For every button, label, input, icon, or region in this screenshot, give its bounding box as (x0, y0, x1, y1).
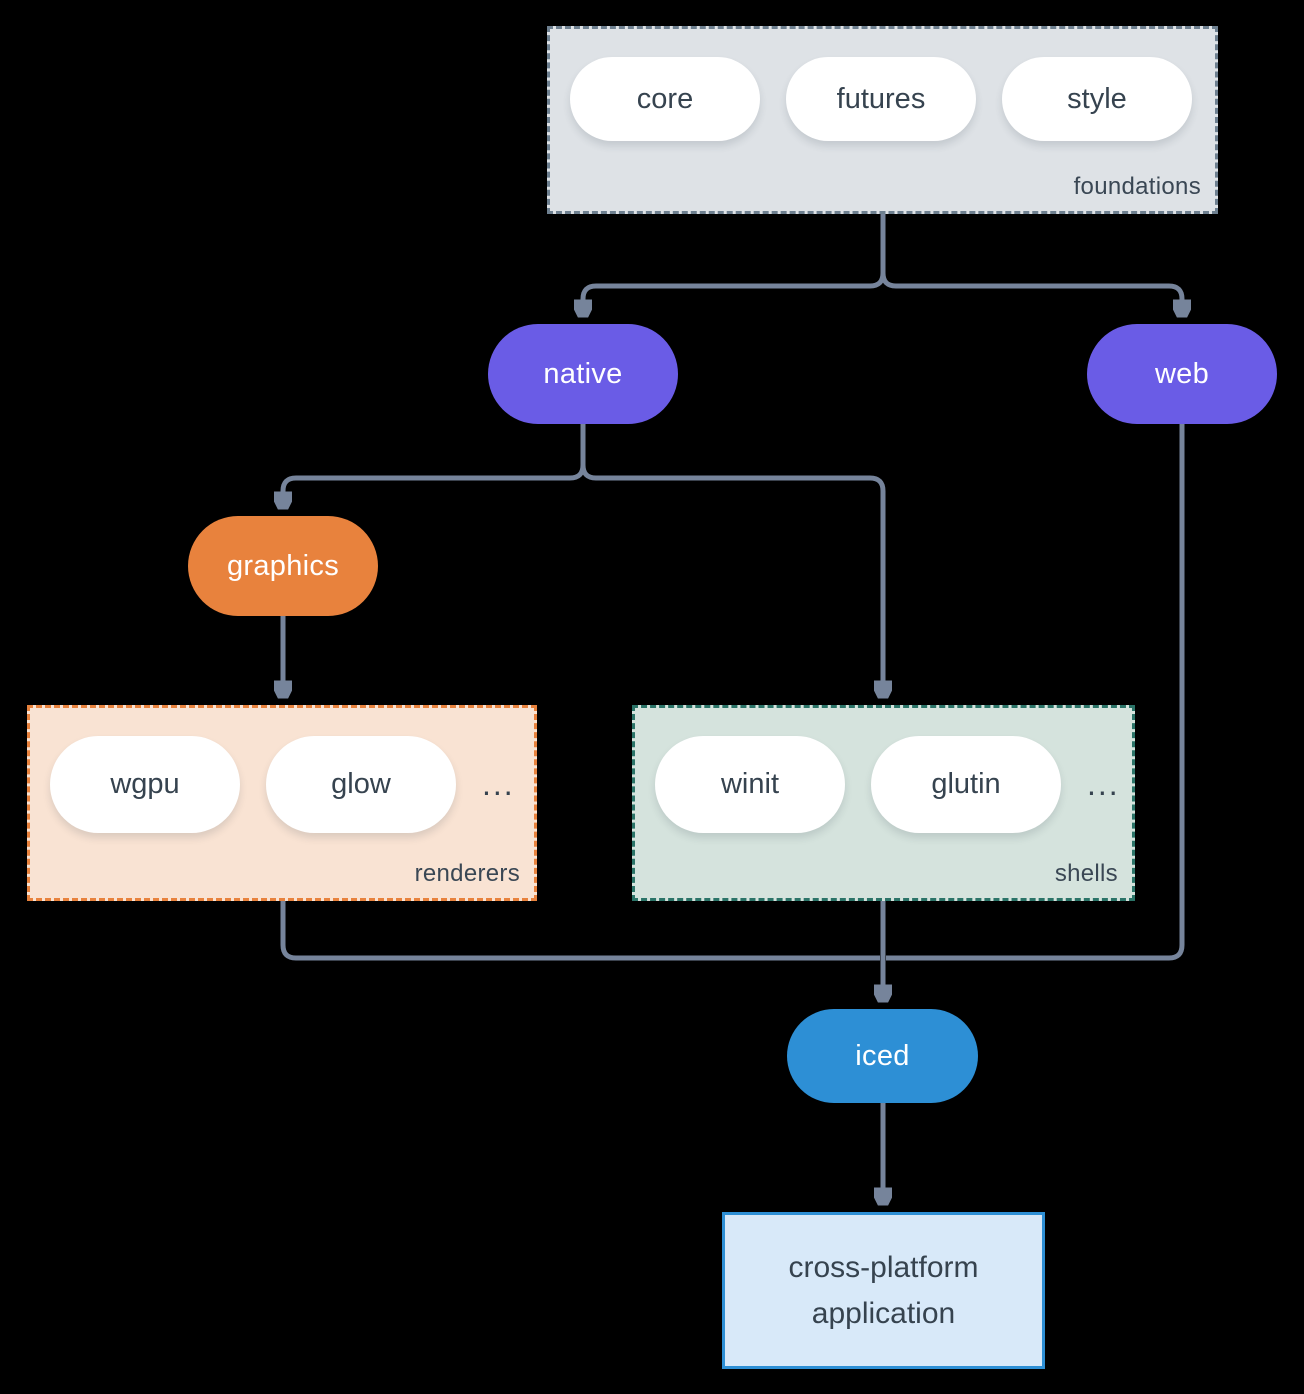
node-iced: iced (787, 1009, 978, 1103)
app-label-line1: cross-platform (788, 1250, 979, 1284)
connector-foundations-native (583, 214, 886, 314)
pill-futures: futures (786, 57, 976, 141)
renderers-ellipsis: ... (482, 766, 515, 802)
connector-native-shells (580, 424, 883, 695)
node-web: web (1087, 324, 1277, 424)
foundations-group: core futures style foundations (547, 26, 1218, 214)
renderers-group: wgpu glow ... renderers (27, 705, 537, 901)
shells-group: winit glutin ... shells (632, 705, 1135, 901)
pill-glow: glow (266, 736, 456, 833)
connector-renderers-merge (280, 901, 880, 961)
app-label-line2: application (811, 1296, 956, 1330)
foundations-pill-row: core futures style (570, 57, 1192, 141)
renderers-pill-row: wgpu glow ... (50, 736, 515, 833)
foundations-group-label: foundations (1073, 173, 1201, 200)
pill-style: style (1002, 57, 1192, 141)
cross-platform-application-box: cross-platform application (722, 1212, 1045, 1369)
node-native: native (488, 324, 678, 424)
pill-wgpu: wgpu (50, 736, 240, 833)
shells-pill-row: winit glutin ... (655, 736, 1120, 833)
renderers-group-label: renderers (414, 860, 520, 887)
shells-group-label: shells (1054, 860, 1118, 887)
pill-core: core (570, 57, 760, 141)
shells-ellipsis: ... (1087, 766, 1120, 802)
pill-glutin: glutin (871, 736, 1061, 833)
pill-winit: winit (655, 736, 845, 833)
connector-native-graphics (283, 424, 586, 506)
connector-web-merge (886, 424, 1185, 961)
connector-foundations-web (880, 214, 1182, 314)
node-graphics: graphics (188, 516, 378, 616)
